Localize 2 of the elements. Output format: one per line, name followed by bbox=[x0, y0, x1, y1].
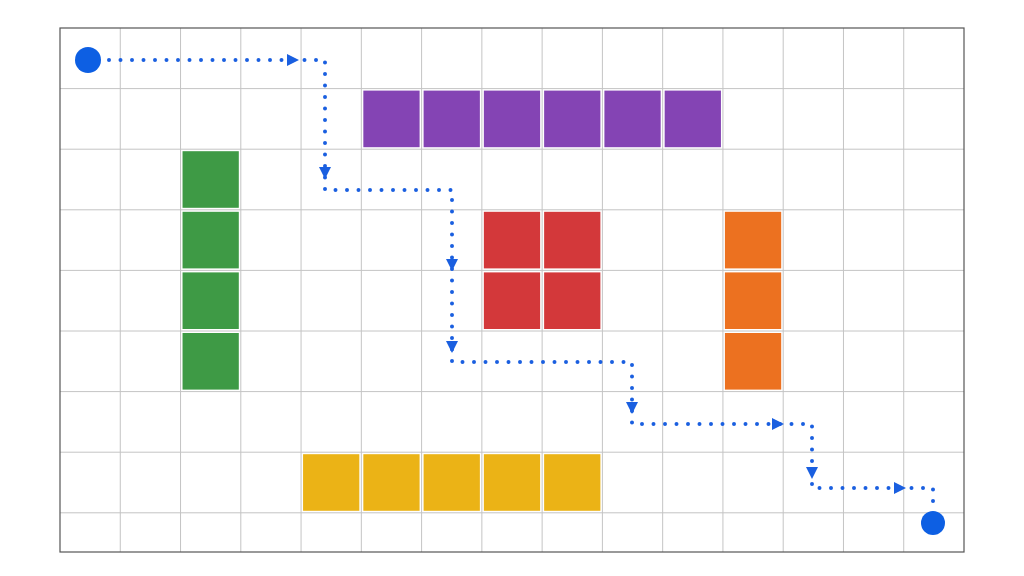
endpoint-circle bbox=[921, 511, 945, 535]
endpoint-circle bbox=[75, 47, 101, 73]
